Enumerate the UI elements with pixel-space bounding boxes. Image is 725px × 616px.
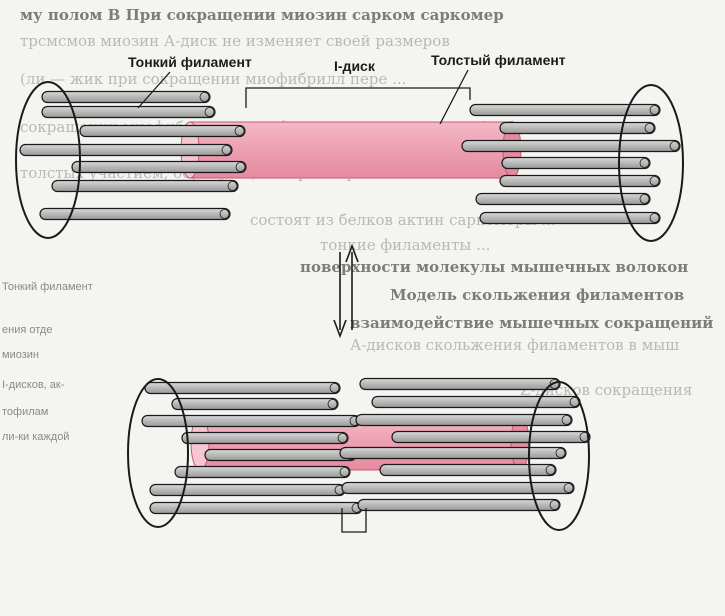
thin-filament-rod — [204, 448, 357, 462]
thin-filament-rod — [359, 377, 561, 391]
thin-filament-rod — [379, 463, 557, 477]
i-disc-bracket-top — [245, 87, 471, 108]
bg-line-3: (ли — жик при сокращении миофибрилл пере… — [20, 70, 406, 88]
thin-filament-rod — [479, 211, 661, 225]
thin-filament-rod — [144, 381, 341, 395]
thin-filaments-bottom-right — [339, 377, 591, 512]
z-disc-top-left — [15, 81, 81, 239]
bg-note-2: ения отде — [2, 324, 52, 336]
thin-filament-rod — [141, 414, 361, 428]
thin-filament-rod — [79, 124, 246, 138]
thin-filament-rod — [461, 139, 681, 153]
thin-filament-rod — [41, 105, 216, 119]
thin-filament-rod — [475, 192, 651, 206]
label-thin-filament: Тонкий филамент — [128, 54, 252, 70]
relaxed-sarcomere — [15, 81, 684, 242]
bg-note-4: I-дисков, ак- — [2, 379, 65, 391]
bg-line-2: трсмсмов миозин А-диск не изменяет своей… — [20, 32, 450, 50]
thin-filament-rod — [149, 501, 363, 515]
labels: Тонкий филамент I-диск Толстый филамент — [125, 51, 584, 125]
thin-filament-rod — [391, 430, 591, 444]
bg-line-12: Z-дисков сокращения — [520, 381, 692, 399]
bg-line-11: А-дисков скольжения филаментов в мыш — [350, 336, 679, 354]
thin-filament-rod — [149, 483, 346, 497]
label-i-disc: I-диск — [334, 58, 376, 74]
thin-filament-rod — [181, 431, 349, 445]
thin-filament-rod — [357, 498, 561, 512]
bg-line-10: взаимодействие мышечных сокращений — [350, 314, 713, 332]
thin-filament-rod — [39, 207, 231, 221]
thin-filament-rod — [339, 446, 567, 460]
bg-note-1: Тонкий филамент — [2, 281, 93, 293]
bg-note-5: тофилам — [2, 406, 48, 418]
thin-filament-rod — [355, 413, 573, 427]
label-thick-filament: Толстый филамент — [431, 52, 566, 68]
contracted-sarcomere — [127, 377, 591, 533]
transition-arrows — [333, 243, 359, 339]
bg-note-6: ли-ки каждой — [2, 431, 69, 443]
z-disc-bottom-right — [528, 381, 590, 531]
thin-filament-rod — [51, 179, 239, 193]
thin-filament-rod — [71, 160, 247, 174]
z-disc-bottom-left — [127, 378, 189, 528]
arrow-up-icon — [345, 243, 359, 330]
thin-filament-rod — [171, 397, 339, 411]
i-disc-bracket-bottom — [341, 508, 367, 533]
thin-filament-rod — [501, 156, 651, 170]
bg-line-7: тонкие филаменты ... — [320, 236, 490, 254]
z-disc-top-right — [618, 84, 684, 242]
thin-filament-rod — [499, 174, 661, 188]
thin-filament-rod — [41, 90, 211, 104]
thin-filament-rod — [341, 481, 575, 495]
thin-filaments-bottom-left — [141, 381, 363, 515]
thin-filament-rod — [499, 121, 656, 135]
bg-line-9: Модель скольжения филаментов — [390, 286, 684, 304]
thin-filament-rod — [19, 143, 233, 157]
thin-filament-rod — [174, 465, 351, 479]
bg-note-3: миозин — [2, 349, 39, 361]
thin-filament-rod — [371, 395, 581, 409]
thin-filaments-top-left — [19, 90, 247, 221]
bg-line-1: му полом В При сокращении миозин сарком … — [20, 6, 504, 24]
thin-filament-rod — [469, 103, 661, 117]
arrow-down-icon — [333, 252, 347, 339]
bg-line-8: поверхности молекулы мышечных волокон — [300, 258, 688, 276]
bg-line-6: состоят из белков актин саркомеры ... — [250, 211, 556, 229]
